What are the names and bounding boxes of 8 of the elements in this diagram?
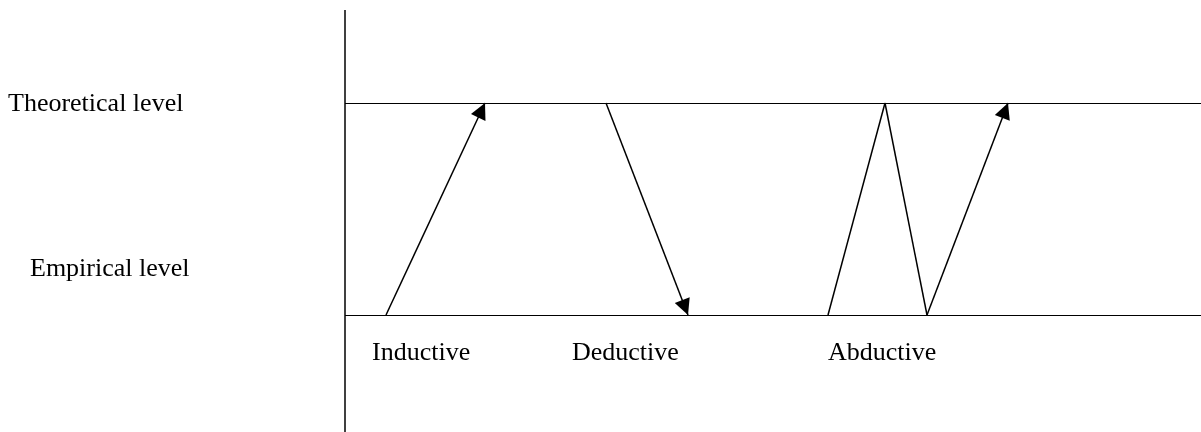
level-label: Theoretical level	[8, 88, 184, 118]
reasoning-label: Inductive	[372, 337, 471, 367]
arrow	[605, 102, 690, 316]
arrow	[926, 102, 1010, 316]
level-label: Empirical level	[30, 253, 190, 283]
reasoning-label: Deductive	[572, 337, 679, 367]
arrow	[385, 102, 486, 316]
reasoning-label: Abductive	[828, 337, 937, 367]
